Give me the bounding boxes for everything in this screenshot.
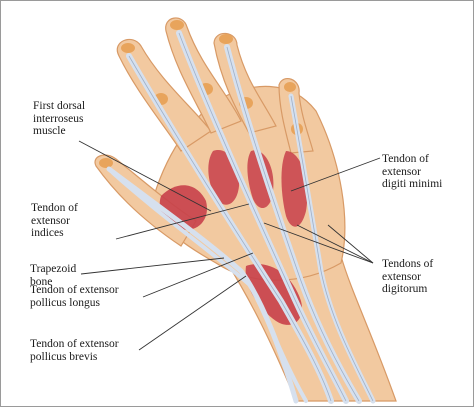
leader-first-dorsal <box>78 140 212 212</box>
leader-ed-1 <box>263 222 374 264</box>
label-tendon-epb: Tendon of extensor pollicus brevis <box>30 338 119 363</box>
leader-edm <box>290 157 381 192</box>
label-trapezoid-bone: Trapezoid bone <box>30 263 77 288</box>
leader-ext-indices <box>115 203 250 240</box>
leader-ed-2 <box>296 224 374 264</box>
label-first-dorsal-interosseus: First dorsal interroseus muscle <box>33 100 86 137</box>
label-tendon-epl: Tendon of extensor pollicus longus <box>30 284 119 309</box>
label-tendons-extensor-digitorum: Tendons of extensor digitorum <box>382 258 434 295</box>
tendon-outlines <box>128 32 374 402</box>
leader-epl <box>142 252 254 298</box>
label-tendon-extensor-indices: Tendon of extensor indices <box>31 202 78 239</box>
leader-lines <box>78 140 381 351</box>
leader-trapezoid <box>80 257 225 275</box>
leader-epb <box>138 275 247 351</box>
leader-ed-3 <box>327 224 374 264</box>
label-tendon-extensor-digiti-minimi: Tendon of extensor digiti minimi <box>382 153 443 190</box>
